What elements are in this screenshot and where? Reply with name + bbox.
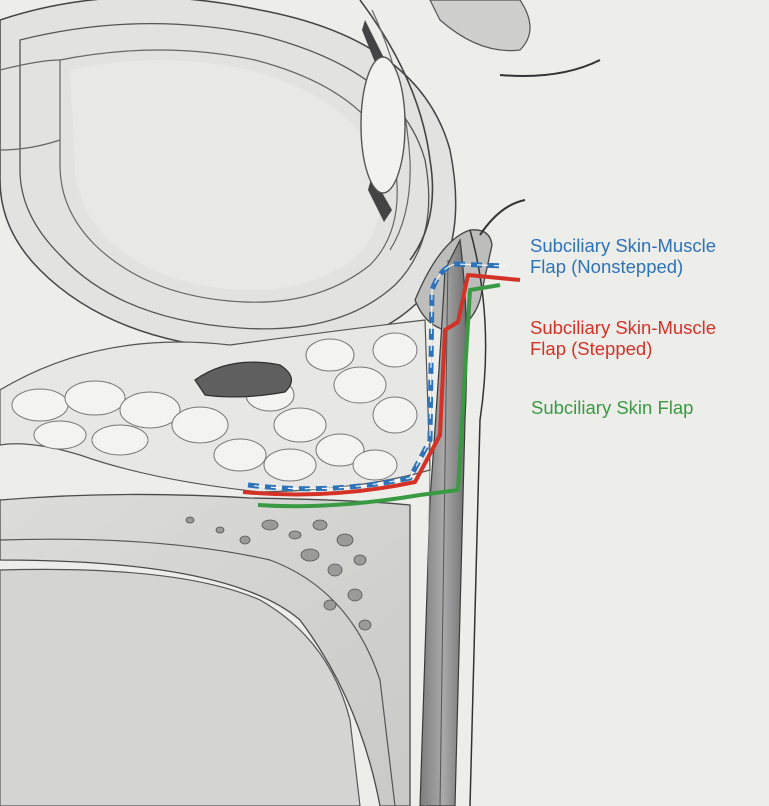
stepped-flap-label: Subciliary Skin-Muscle Flap (Stepped) (530, 317, 716, 359)
maxilla-bone (0, 494, 410, 806)
skin-flap-label: Subciliary Skin Flap (531, 397, 693, 418)
stepped-flap-label-line1: Subciliary Skin-Muscle (530, 317, 716, 338)
skin-flap-label-line1: Subciliary Skin Flap (531, 397, 693, 418)
nonstepped-flap-label: Subciliary Skin-Muscle Flap (Nonstepped) (530, 235, 716, 277)
stepped-flap-label-line2: Flap (Stepped) (530, 338, 716, 359)
nonstepped-flap-label-line1: Subciliary Skin-Muscle (530, 235, 716, 256)
nonstepped-flap-label-line2: Flap (Nonstepped) (530, 256, 716, 277)
lens (361, 57, 405, 193)
